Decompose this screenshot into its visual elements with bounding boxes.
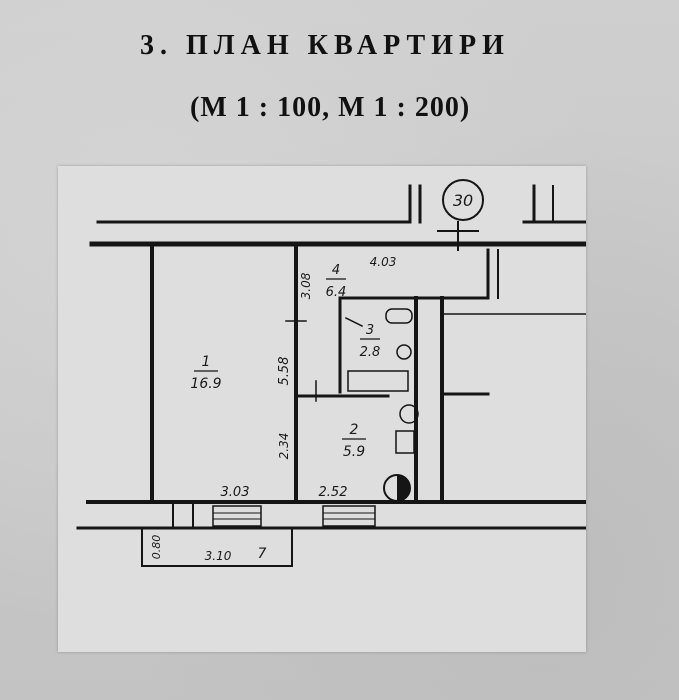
room-1-number: 1 bbox=[202, 354, 211, 370]
room-2-number: 2 bbox=[350, 422, 359, 438]
room-1-width-label: 3.03 bbox=[221, 485, 250, 500]
corridor-height-label: 3.08 bbox=[299, 272, 313, 299]
corridor-width-label: 4.03 bbox=[370, 255, 397, 269]
floor-plan-sheet: 30 1 16.9 2 5.9 3 2.8 4 6.4 4.03 3.08 5.… bbox=[58, 166, 586, 652]
room-2-area: 5.9 bbox=[343, 444, 365, 460]
balcony-depth-label: 0.80 bbox=[150, 535, 163, 560]
room-1-area: 16.9 bbox=[190, 376, 221, 392]
balcony-mark: 7 bbox=[258, 546, 267, 562]
scale-subtitle: (М 1 : 100, М 1 : 200) bbox=[190, 92, 471, 123]
room-3-number: 3 bbox=[366, 323, 374, 338]
floor-plan-drawing: 30 1 16.9 2 5.9 3 2.8 4 6.4 4.03 3.08 5.… bbox=[76, 179, 586, 567]
kitchen-height-label: 2.34 bbox=[277, 433, 291, 460]
room-3-area: 2.8 bbox=[360, 345, 381, 360]
balcony-width-label: 3.10 bbox=[205, 549, 232, 563]
room-4-area: 6.4 bbox=[326, 285, 347, 300]
room-1-height-label: 5.58 bbox=[277, 357, 292, 386]
apartment-number: 30 bbox=[453, 191, 473, 210]
room-4-number: 4 bbox=[332, 263, 340, 278]
page-title: 3. ПЛАН КВАРТИРИ bbox=[140, 30, 510, 61]
kitchen-width-label: 2.52 bbox=[319, 485, 348, 500]
